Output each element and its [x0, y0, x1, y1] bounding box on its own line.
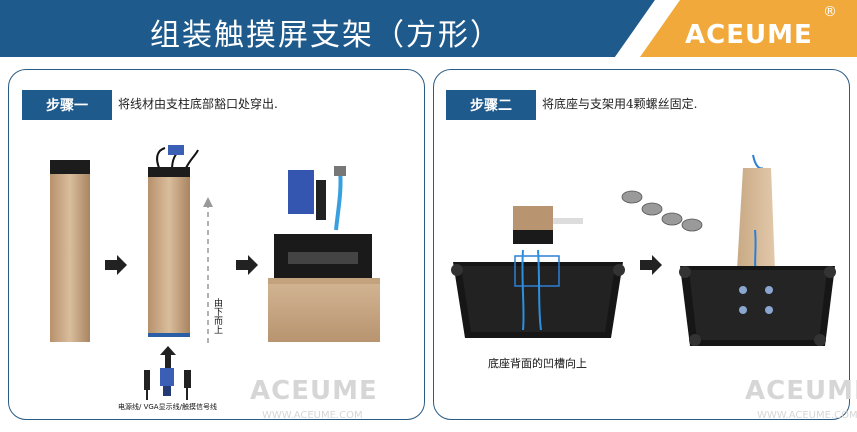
upward-direction-arrow [203, 197, 213, 343]
assembled-stand-illustration [679, 154, 836, 346]
watermark-brand: ACEUME [745, 376, 857, 406]
header-banner: 组装触摸屏支架（方形） ACEUME ® [0, 0, 857, 57]
step2-panel [433, 69, 850, 420]
arrow-up-icon [160, 346, 176, 368]
cables-illustration [144, 368, 191, 400]
direction-label: 由下而上 [212, 298, 222, 334]
watermark-brand: ACEUME [250, 376, 378, 406]
step2-tag: 步骤二 [446, 90, 536, 120]
base-plate-back-illustration [451, 206, 625, 338]
arrow-right-icon [640, 255, 662, 275]
step2-instruction: 将底座与支架用4颗螺丝固定. [542, 97, 698, 111]
assembled-base-illustration [268, 166, 380, 342]
pillar-illustration [50, 160, 90, 342]
step1-panel [8, 69, 425, 420]
registered-mark: ® [823, 4, 837, 20]
watermark-url: WWW.ACEUME.COM [262, 410, 363, 421]
screws-illustration [621, 190, 703, 232]
pillar-with-cables-illustration [148, 145, 199, 337]
header-blue-band [0, 0, 655, 57]
watermark-url: WWW.ACEUME.COM [757, 410, 857, 421]
base-caption: 底座背面的凹槽向上 [488, 357, 587, 370]
step1-instruction: 将线材由支柱底部豁口处穿出. [118, 97, 278, 111]
brand-logo: ACEUME [685, 20, 813, 50]
arrow-right-icon [105, 255, 127, 275]
header-orange-band [640, 0, 857, 57]
step1-tag: 步骤一 [22, 90, 112, 120]
page-title: 组装触摸屏支架（方形） [150, 18, 502, 53]
cables-caption: 电源线/ VGA显示线/触摸信号线 [118, 403, 217, 411]
arrow-right-icon [236, 255, 258, 275]
